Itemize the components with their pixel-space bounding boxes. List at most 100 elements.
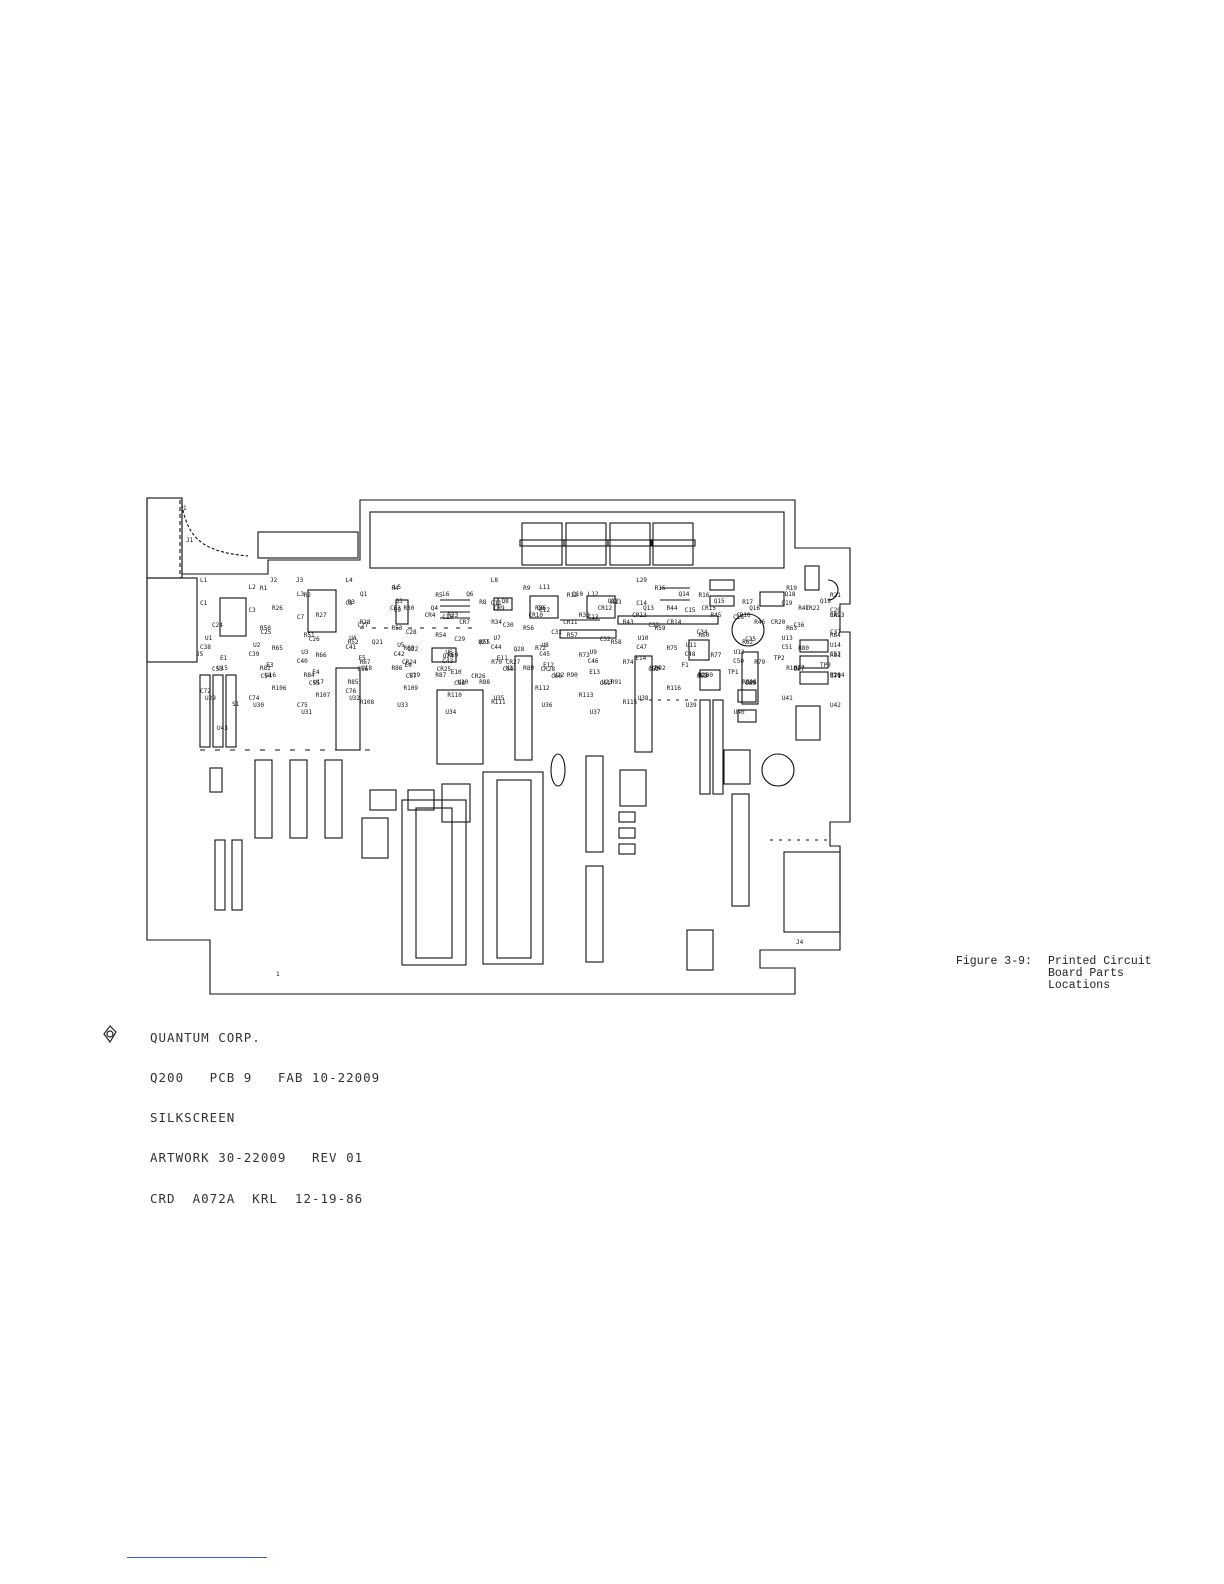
- resistor-designator: R57: [567, 632, 578, 639]
- ic-designator: U19: [409, 672, 420, 679]
- misc-designator: TP2: [774, 655, 785, 662]
- diode-designator: CR9: [494, 605, 505, 612]
- diode-designator: CR22: [805, 605, 820, 612]
- resistor-designator: R112: [535, 685, 550, 692]
- diode-designator: CR27: [506, 659, 521, 666]
- caption-line-3: Locations: [1048, 979, 1111, 992]
- diode-designator: CR28: [541, 666, 556, 673]
- transistor-designator: Q6: [466, 591, 474, 598]
- ic-designator: U36: [542, 702, 553, 709]
- capacitor-designator: C56: [357, 666, 368, 673]
- resistor-designator: R46: [754, 619, 765, 626]
- transistor-designator: Q21: [372, 639, 383, 646]
- caption-line-1: Printed Circuit: [1048, 955, 1152, 968]
- ic-designator: U41: [782, 695, 793, 702]
- capacitor-designator: C11: [491, 600, 502, 607]
- capacitor-designator: C20: [830, 607, 841, 614]
- resistor-designator: R56: [523, 625, 534, 632]
- resistor-designator: R66: [316, 652, 327, 659]
- ic-designator: U26: [746, 679, 757, 686]
- misc-designator: F1: [682, 662, 690, 669]
- inductor-designator: L11: [539, 584, 550, 591]
- transistor-designator: Q14: [679, 591, 690, 598]
- resistor-designator: R92: [655, 665, 666, 672]
- resistor-designator: R62: [742, 639, 753, 646]
- chip-u4: [634, 655, 653, 753]
- capacitor-designator: C41: [345, 644, 356, 651]
- misc-designator: E12: [543, 662, 554, 669]
- title-line-drawn: CRD A072A KRL 12-19-86: [150, 1190, 364, 1206]
- resistor-designator: R87: [435, 672, 446, 679]
- capacitor-designator: C9: [394, 607, 402, 614]
- capacitor-designator: C26: [309, 636, 320, 643]
- resistor-designator: R65: [272, 645, 283, 652]
- resistor-designator: R12: [567, 592, 578, 599]
- capacitor-designator: C48: [685, 651, 696, 658]
- resistor-designator: R36: [535, 605, 546, 612]
- capacitor-designator: C72: [200, 688, 211, 695]
- resistor-designator: R45: [711, 612, 722, 619]
- ic-designator: U40: [734, 709, 745, 716]
- diode-designator: CR23: [830, 612, 845, 619]
- title-line-board: Q200 PCB 9 FAB 10-22009: [150, 1070, 381, 1086]
- capacitor-designator: C44: [491, 644, 502, 651]
- caption-line-2: Board Parts: [1048, 967, 1124, 980]
- resistor-designator: R8: [479, 599, 487, 606]
- chip-u25: [436, 689, 484, 765]
- capacitor-designator: C14: [636, 600, 647, 607]
- resistor-designator: R47: [798, 605, 809, 612]
- figure-number: Figure 3-9:: [956, 955, 1032, 968]
- transistor-designator: Q8: [502, 598, 510, 605]
- edge-connector-j2: [146, 497, 183, 579]
- misc-designator: E3: [266, 662, 274, 669]
- ic-designator: U12: [734, 649, 745, 656]
- capacitor-designator: C38: [200, 644, 211, 651]
- ic-designator: U31: [301, 709, 312, 716]
- capacitor-designator: C63: [697, 673, 708, 680]
- capacitor-designator: C46: [588, 658, 599, 665]
- resistor-designator: R106: [272, 685, 287, 692]
- resistor-designator: R34: [491, 619, 502, 626]
- resistor-designator: R80: [798, 645, 809, 652]
- ic-designator: U4: [349, 635, 357, 642]
- misc-designator: E13: [589, 669, 600, 676]
- transistor-designator: Q10: [572, 591, 583, 598]
- transistor-designator: Q16: [749, 605, 760, 612]
- diode-designator: CR4: [425, 612, 436, 619]
- connectors-label: J5: [196, 651, 204, 658]
- transistor-designator: Q12: [608, 598, 619, 605]
- capacitor-designator: C57: [406, 673, 417, 680]
- ic-designator: U5: [397, 642, 405, 649]
- resistor-designator: R107: [316, 692, 331, 699]
- diode-designator: CR3: [390, 605, 401, 612]
- resistor-designator: R15: [655, 585, 666, 592]
- chip-u2: [731, 793, 750, 907]
- inductor-designator: L5: [394, 584, 402, 591]
- transistor-designator: Q19: [820, 598, 831, 605]
- ic-designator: U22: [554, 672, 565, 679]
- power-transistors: [519, 522, 696, 566]
- capacitor-designator: C31: [551, 629, 562, 636]
- misc-designator: E14: [635, 655, 646, 662]
- capacitor-designator: C71: [830, 673, 841, 680]
- ic-designator: U17: [313, 679, 324, 686]
- capacitor-designator: C30: [503, 622, 514, 629]
- misc-designator: E10: [451, 669, 462, 676]
- inductor-designator: L4: [345, 577, 353, 584]
- ic-designator: U6: [445, 649, 453, 656]
- transistor-designator: Q15: [714, 598, 725, 605]
- ic-designator: U7: [494, 635, 502, 642]
- transistor-designator: Q4: [431, 605, 439, 612]
- resistor-designator: R89: [523, 665, 534, 672]
- ic-designator: U30: [253, 702, 264, 709]
- resistor-designator: R108: [360, 699, 375, 706]
- capacitor-designator: C58: [454, 680, 465, 687]
- capacitor-designator: C50: [733, 658, 744, 665]
- transistor-designator: Q3: [395, 598, 403, 605]
- resistor-designator: R52: [348, 639, 359, 646]
- diode-designator: CR15: [702, 605, 717, 612]
- capacitor-designator: C27: [357, 622, 368, 629]
- ic-designator: U21: [506, 665, 517, 672]
